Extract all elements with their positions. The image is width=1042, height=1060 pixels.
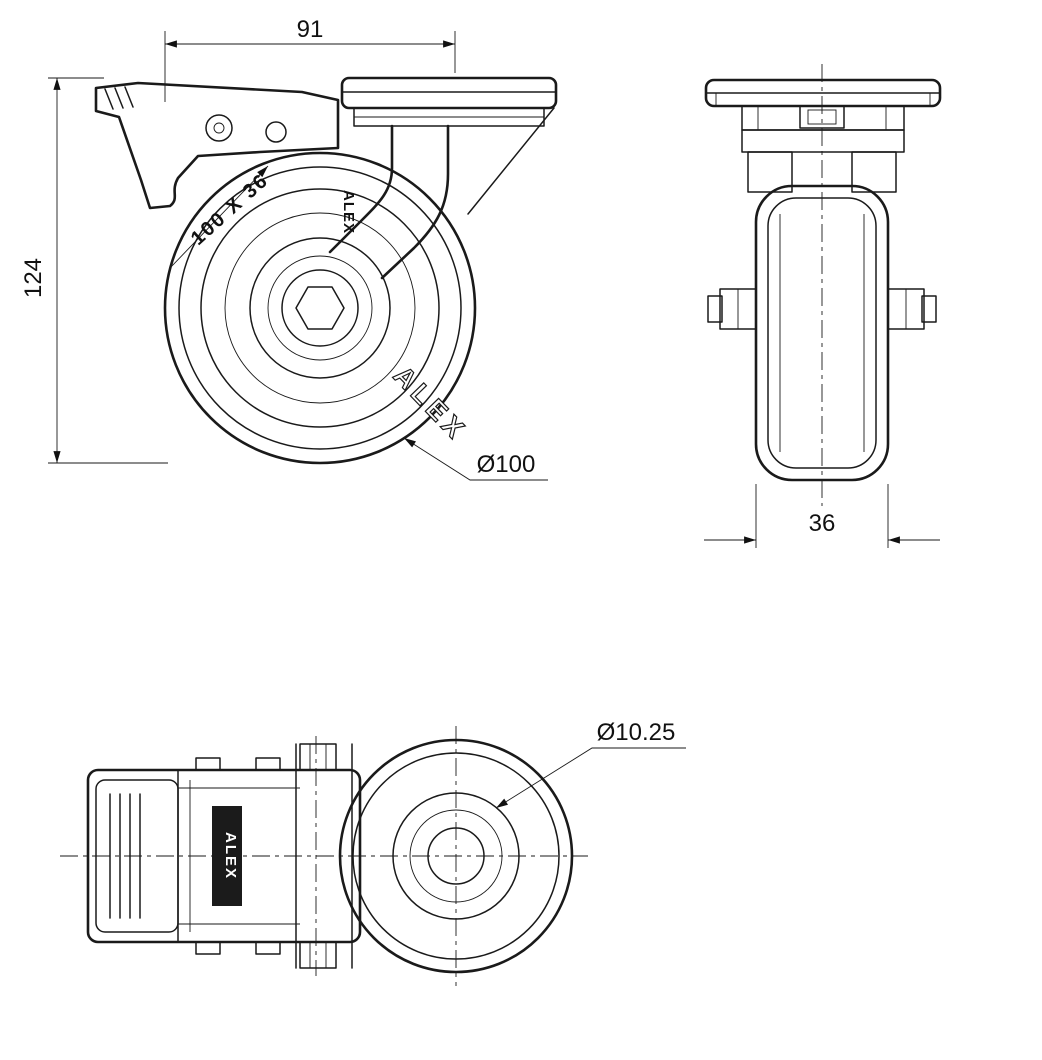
top-plate-front	[340, 76, 558, 127]
fork-gusset-line	[467, 107, 555, 215]
top-plate-side	[704, 78, 942, 108]
kingpin-boss	[799, 105, 845, 129]
wheel-side-outline	[754, 184, 890, 482]
dimension-label-wheel-width: 36	[809, 510, 836, 537]
wheel-circle	[178, 166, 462, 450]
wheel-circle	[352, 752, 560, 960]
wheel-bottom	[338, 738, 574, 974]
axle-washer-left	[707, 295, 723, 323]
housing-tab	[195, 757, 221, 771]
brand-marking-fork: ALEX	[340, 190, 357, 234]
dimension-overall-height: 124	[20, 77, 168, 464]
lever-bolt-hole	[265, 121, 287, 143]
leader-wheel-diameter: Ø100	[403, 437, 548, 481]
mounting-bolt-top	[299, 743, 337, 771]
hub-circle	[392, 792, 520, 920]
lever-pivot-hole	[205, 114, 233, 142]
wheel-circle-outer	[163, 151, 477, 465]
dimension-label-bolt-hole: Ø10.25	[597, 719, 676, 746]
dimension-label-overall-height: 124	[20, 258, 47, 298]
hub-circle	[409, 809, 503, 903]
swivel-fork-front	[328, 107, 555, 280]
brand-plate	[212, 806, 242, 906]
dimension-wheel-width: 36	[704, 484, 940, 548]
brake-housing	[741, 129, 905, 153]
axle-washer-right	[921, 295, 937, 323]
fork-left-edge	[328, 124, 394, 254]
wheel-circle	[200, 188, 440, 428]
axle-hex-nut	[295, 286, 345, 330]
dimension-top-width: 91	[164, 16, 456, 102]
hub-circle	[249, 237, 391, 379]
hub-circle	[281, 269, 359, 347]
swivel-housing-side	[741, 105, 905, 193]
housing-tab	[195, 941, 221, 955]
wheel-tread-line	[767, 197, 877, 469]
housing-outline	[86, 768, 362, 944]
leader-line	[495, 747, 686, 809]
housing-tab	[255, 941, 281, 955]
bottom-view: ALEX Ø10.25	[60, 719, 686, 986]
bolt-facet-lines	[309, 942, 327, 968]
wheel-side	[754, 184, 890, 482]
housing-bottom: ALEX	[86, 743, 362, 969]
hub-circle	[267, 255, 373, 361]
fork-right-edge	[380, 124, 450, 280]
wheel-circle-outer	[338, 738, 574, 974]
dimension-label-wheel-diameter: Ø100	[477, 451, 536, 478]
wheel-circle	[224, 212, 416, 404]
bolt-hole-circle	[427, 827, 485, 885]
kingpin-inner	[807, 109, 837, 125]
side-view: 36	[704, 64, 942, 548]
brand-marking-housing: ALEX	[222, 832, 239, 880]
brake-lever-outline	[94, 81, 340, 210]
axle-side	[707, 288, 937, 330]
plate-outline	[340, 76, 558, 110]
pedal-ridges	[109, 793, 141, 919]
leader-bolt-hole-diameter: Ø10.25	[495, 719, 686, 809]
dimension-label-top-width: 91	[297, 16, 324, 43]
lever-pivot-pin	[213, 122, 225, 134]
bolt-facet-lines	[309, 744, 327, 770]
front-view: 91 124	[20, 16, 558, 481]
wheel-front	[163, 151, 477, 465]
lever-grip-ridges	[104, 86, 134, 110]
brake-lever	[94, 81, 340, 269]
leader-line	[403, 437, 548, 481]
mounting-bolt-bottom	[299, 941, 337, 969]
brake-rod-line	[169, 165, 269, 269]
housing-tab	[255, 757, 281, 771]
